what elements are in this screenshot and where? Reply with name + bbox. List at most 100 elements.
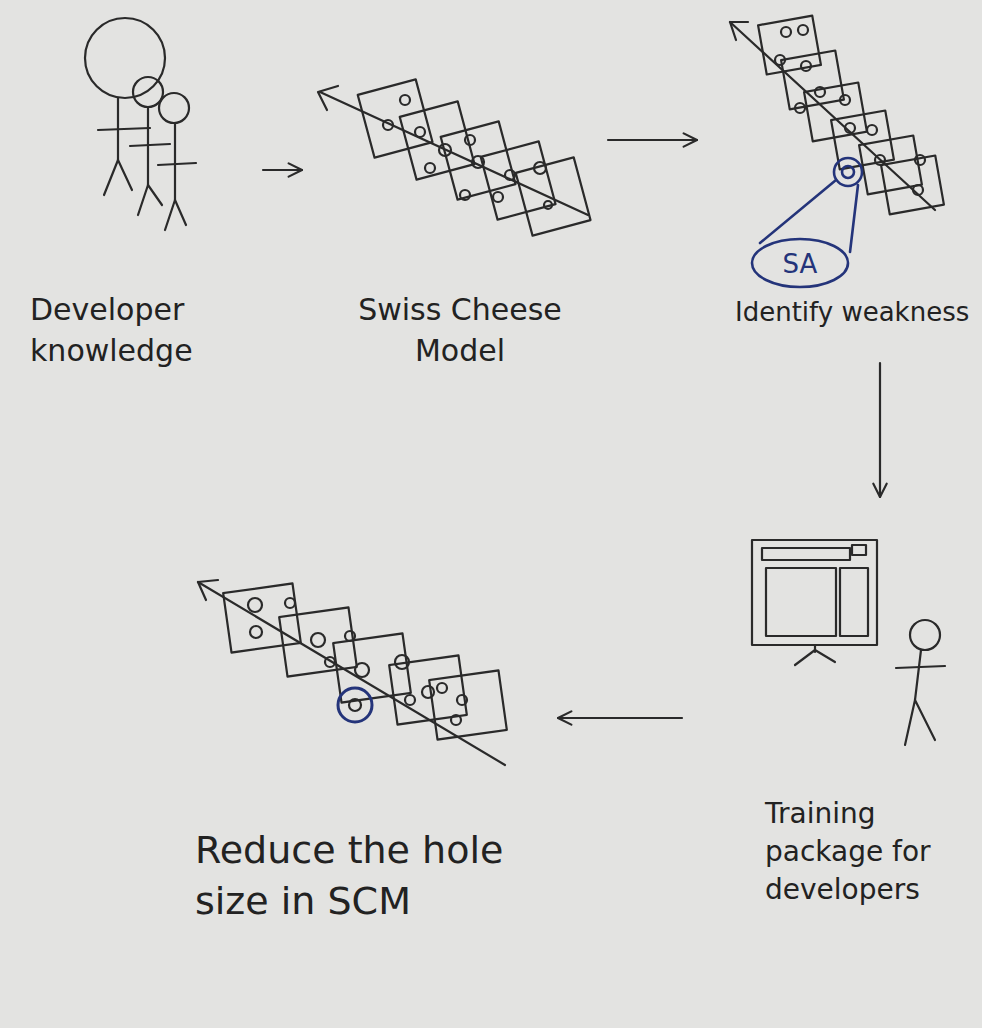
- presentation-screen: [795, 650, 835, 665]
- stage-box: Developer knowledge: [20, 10, 255, 410]
- cheese-holes: [544, 201, 552, 209]
- stage-caption: Training package for developers: [765, 795, 975, 908]
- trajectory-arrow: [198, 580, 505, 765]
- cheese-holes: [867, 125, 877, 135]
- stage-box: Reduce the hole size in SCM: [180, 560, 550, 1020]
- swiss-cheese-slices: [400, 101, 475, 179]
- developer-figures: [104, 160, 132, 195]
- presentation-screen: [752, 540, 877, 645]
- cheese-holes: [795, 103, 805, 113]
- cheese-holes: [311, 633, 325, 647]
- swiss-cheese-slices: [859, 136, 922, 195]
- cheese-holes: [285, 598, 295, 608]
- cheese-holes: [460, 190, 470, 200]
- cheese-holes: [457, 695, 467, 705]
- cheese-holes: [801, 61, 811, 71]
- trajectory-arrow: [730, 22, 748, 40]
- developer-figures: [85, 18, 196, 230]
- cheese-holes: [422, 686, 434, 698]
- ellipse-label: SA: [750, 247, 850, 282]
- developer-figures: [138, 185, 162, 215]
- cheese-holes: [451, 715, 461, 725]
- swiss-cheese-slices: [881, 156, 944, 215]
- sa-ellipse: SA: [750, 237, 850, 289]
- cheese-holes: [248, 598, 467, 725]
- trajectory-arrow: [198, 580, 218, 600]
- developer-figures: [85, 18, 165, 98]
- weakness-highlight: [834, 158, 862, 186]
- cheese-holes: [437, 683, 447, 693]
- cheese-holes: [250, 626, 262, 638]
- trajectory-arrow: [198, 582, 505, 765]
- cheese-holes: [395, 655, 409, 669]
- swiss-cheese-slices: [804, 83, 867, 142]
- trajectory-arrow: [318, 86, 338, 110]
- flow-arrow: [608, 139, 697, 141]
- cheese-holes: [798, 25, 808, 35]
- developer-figures: [133, 77, 163, 107]
- swiss-cheese-slices: [758, 16, 944, 215]
- trainer-figure: [915, 650, 921, 700]
- swiss-cheese-slices: [758, 16, 821, 75]
- flow-arrow: [879, 363, 881, 497]
- developer-figures: [165, 200, 186, 230]
- cheese-holes: [465, 135, 475, 145]
- swiss-cheese-slices: [389, 655, 467, 724]
- reduced-hole-highlight: [338, 688, 372, 722]
- trainer-figure: [896, 620, 945, 745]
- stage-caption: Reduce the hole size in SCM: [195, 825, 515, 928]
- weakness-highlight: [760, 158, 862, 252]
- swiss-cheese-slices: [223, 583, 507, 739]
- cheese-holes: [400, 95, 410, 105]
- trainer-figure: [905, 700, 935, 745]
- swiss-cheese-slices: [223, 583, 301, 652]
- developer-figures: [158, 163, 196, 165]
- developer-figures: [174, 123, 176, 200]
- cheese-holes: [915, 155, 925, 165]
- swiss-cheese-slices: [358, 79, 591, 235]
- stage-box: Swiss Cheese Model: [310, 60, 600, 390]
- swiss-cheese-slices: [429, 670, 507, 739]
- cheese-holes: [775, 25, 925, 195]
- cheese-holes: [355, 663, 369, 677]
- stage-box: Training package for developers: [690, 505, 980, 960]
- cheese-holes: [840, 95, 850, 105]
- cheese-holes: [493, 192, 503, 202]
- presentation-screen: [752, 540, 877, 665]
- stage-box: Identify weakness SA: [705, 10, 975, 355]
- cheese-holes: [248, 598, 262, 612]
- cheese-holes: [425, 163, 435, 173]
- trainer-figure: [896, 666, 945, 668]
- cheese-holes: [534, 162, 546, 174]
- presentation-screen: [766, 568, 836, 636]
- cheese-holes: [383, 95, 552, 209]
- flow-arrow: [558, 717, 682, 719]
- weakness-highlight: [760, 180, 836, 243]
- stage-caption: Swiss Cheese Model: [355, 290, 565, 371]
- cheese-holes: [405, 695, 415, 705]
- swiss-cheese-slices: [441, 121, 516, 199]
- presentation-screen: [840, 568, 868, 636]
- presentation-screen: [852, 545, 866, 555]
- swiss-cheese-slices: [358, 79, 433, 157]
- reduced-hole-highlight: [338, 688, 372, 722]
- trainer-figure: [910, 620, 940, 650]
- weakness-highlight: [850, 185, 858, 252]
- weakness-highlight: [842, 166, 854, 178]
- trajectory-arrow: [320, 92, 588, 215]
- developer-figures: [130, 144, 170, 146]
- stage-caption: Identify weakness: [735, 295, 975, 330]
- trajectory-arrow: [318, 86, 588, 215]
- presentation-screen: [762, 548, 850, 560]
- cheese-holes: [781, 27, 791, 37]
- flow-arrow: [263, 169, 302, 171]
- cheese-holes: [345, 631, 355, 641]
- stage-caption: Developer knowledge: [30, 290, 250, 371]
- swiss-cheese-slices: [516, 157, 591, 235]
- developer-figures: [159, 93, 189, 123]
- cheese-holes: [815, 87, 825, 97]
- swiss-cheese-slices: [781, 51, 844, 110]
- developer-figures: [98, 128, 150, 130]
